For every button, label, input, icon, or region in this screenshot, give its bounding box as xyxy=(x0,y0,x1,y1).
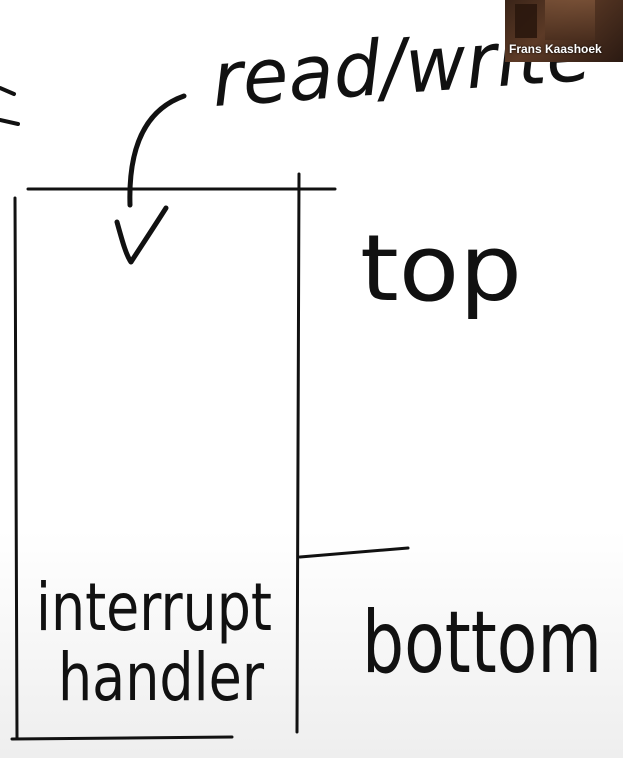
participant-video-tile[interactable]: Frans Kaashoek xyxy=(505,0,623,62)
top-region-label: top xyxy=(360,215,522,322)
stack-frame xyxy=(10,172,410,741)
participant-name-label: Frans Kaashoek xyxy=(509,42,602,56)
bottom-region-tick xyxy=(298,546,410,559)
interrupt-handler-label-line2: handler xyxy=(58,639,265,716)
stack-bottom-line xyxy=(10,735,234,741)
read-write-arrow xyxy=(114,93,187,265)
bottom-region-label: bottom xyxy=(362,593,602,693)
video-background-door xyxy=(515,4,537,38)
stack-right-wall xyxy=(295,172,301,734)
left-edge-mark xyxy=(0,86,20,126)
interrupt-handler-label-line1: interrupt xyxy=(36,569,272,646)
video-background-wall xyxy=(545,0,595,40)
stack-left-wall xyxy=(13,196,19,740)
